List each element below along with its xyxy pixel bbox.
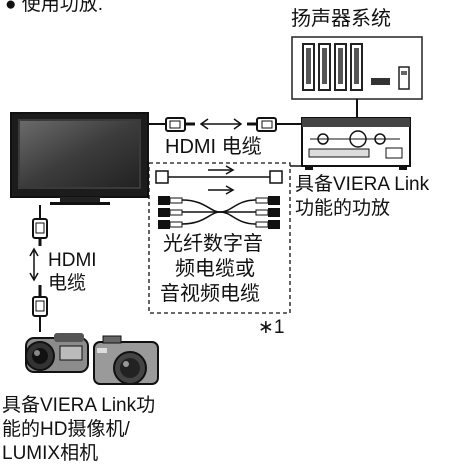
camcorder-icon bbox=[25, 333, 89, 373]
optical-box-line1: 光纤数字音 bbox=[163, 233, 263, 255]
speaker-system-icon bbox=[291, 36, 423, 100]
optical-box-line3: 音视频电缆 bbox=[160, 283, 260, 305]
optical-box-line2: 频电缆或 bbox=[175, 258, 255, 280]
speaker-system-label: 扬声器系统 bbox=[291, 8, 391, 30]
hdmi-cable-left-label-line2: 电缆 bbox=[48, 273, 87, 294]
amplifier-label-line1: 具备VIERA Link bbox=[295, 174, 430, 195]
camera-label-line3: LUMIX相机 bbox=[2, 443, 99, 464]
camera-icon bbox=[93, 335, 159, 385]
camera-label-line1: 具备VIERA Link功 bbox=[2, 395, 156, 416]
hdmi-cable-top-icon bbox=[165, 117, 277, 132]
footnote-mark: ∗1 bbox=[258, 317, 285, 338]
amplifier-label-line2: 功能的功放 bbox=[295, 198, 391, 219]
hdmi-cable-left-label-line1: HDMI bbox=[48, 250, 97, 271]
hdmi-cable-top-label: HDMI 电缆 bbox=[165, 136, 262, 158]
hdmi-cable-left-icon bbox=[29, 205, 48, 332]
top-note: ● 使用功放. bbox=[5, 0, 104, 15]
optical-cable-box bbox=[148, 162, 291, 314]
optical-cable-icon bbox=[155, 165, 283, 184]
av-cable-icon bbox=[158, 185, 280, 229]
amplifier-icon bbox=[301, 117, 411, 170]
tv-icon bbox=[10, 112, 149, 205]
camera-label-line2: 能的HD摄像机/ bbox=[2, 419, 130, 440]
